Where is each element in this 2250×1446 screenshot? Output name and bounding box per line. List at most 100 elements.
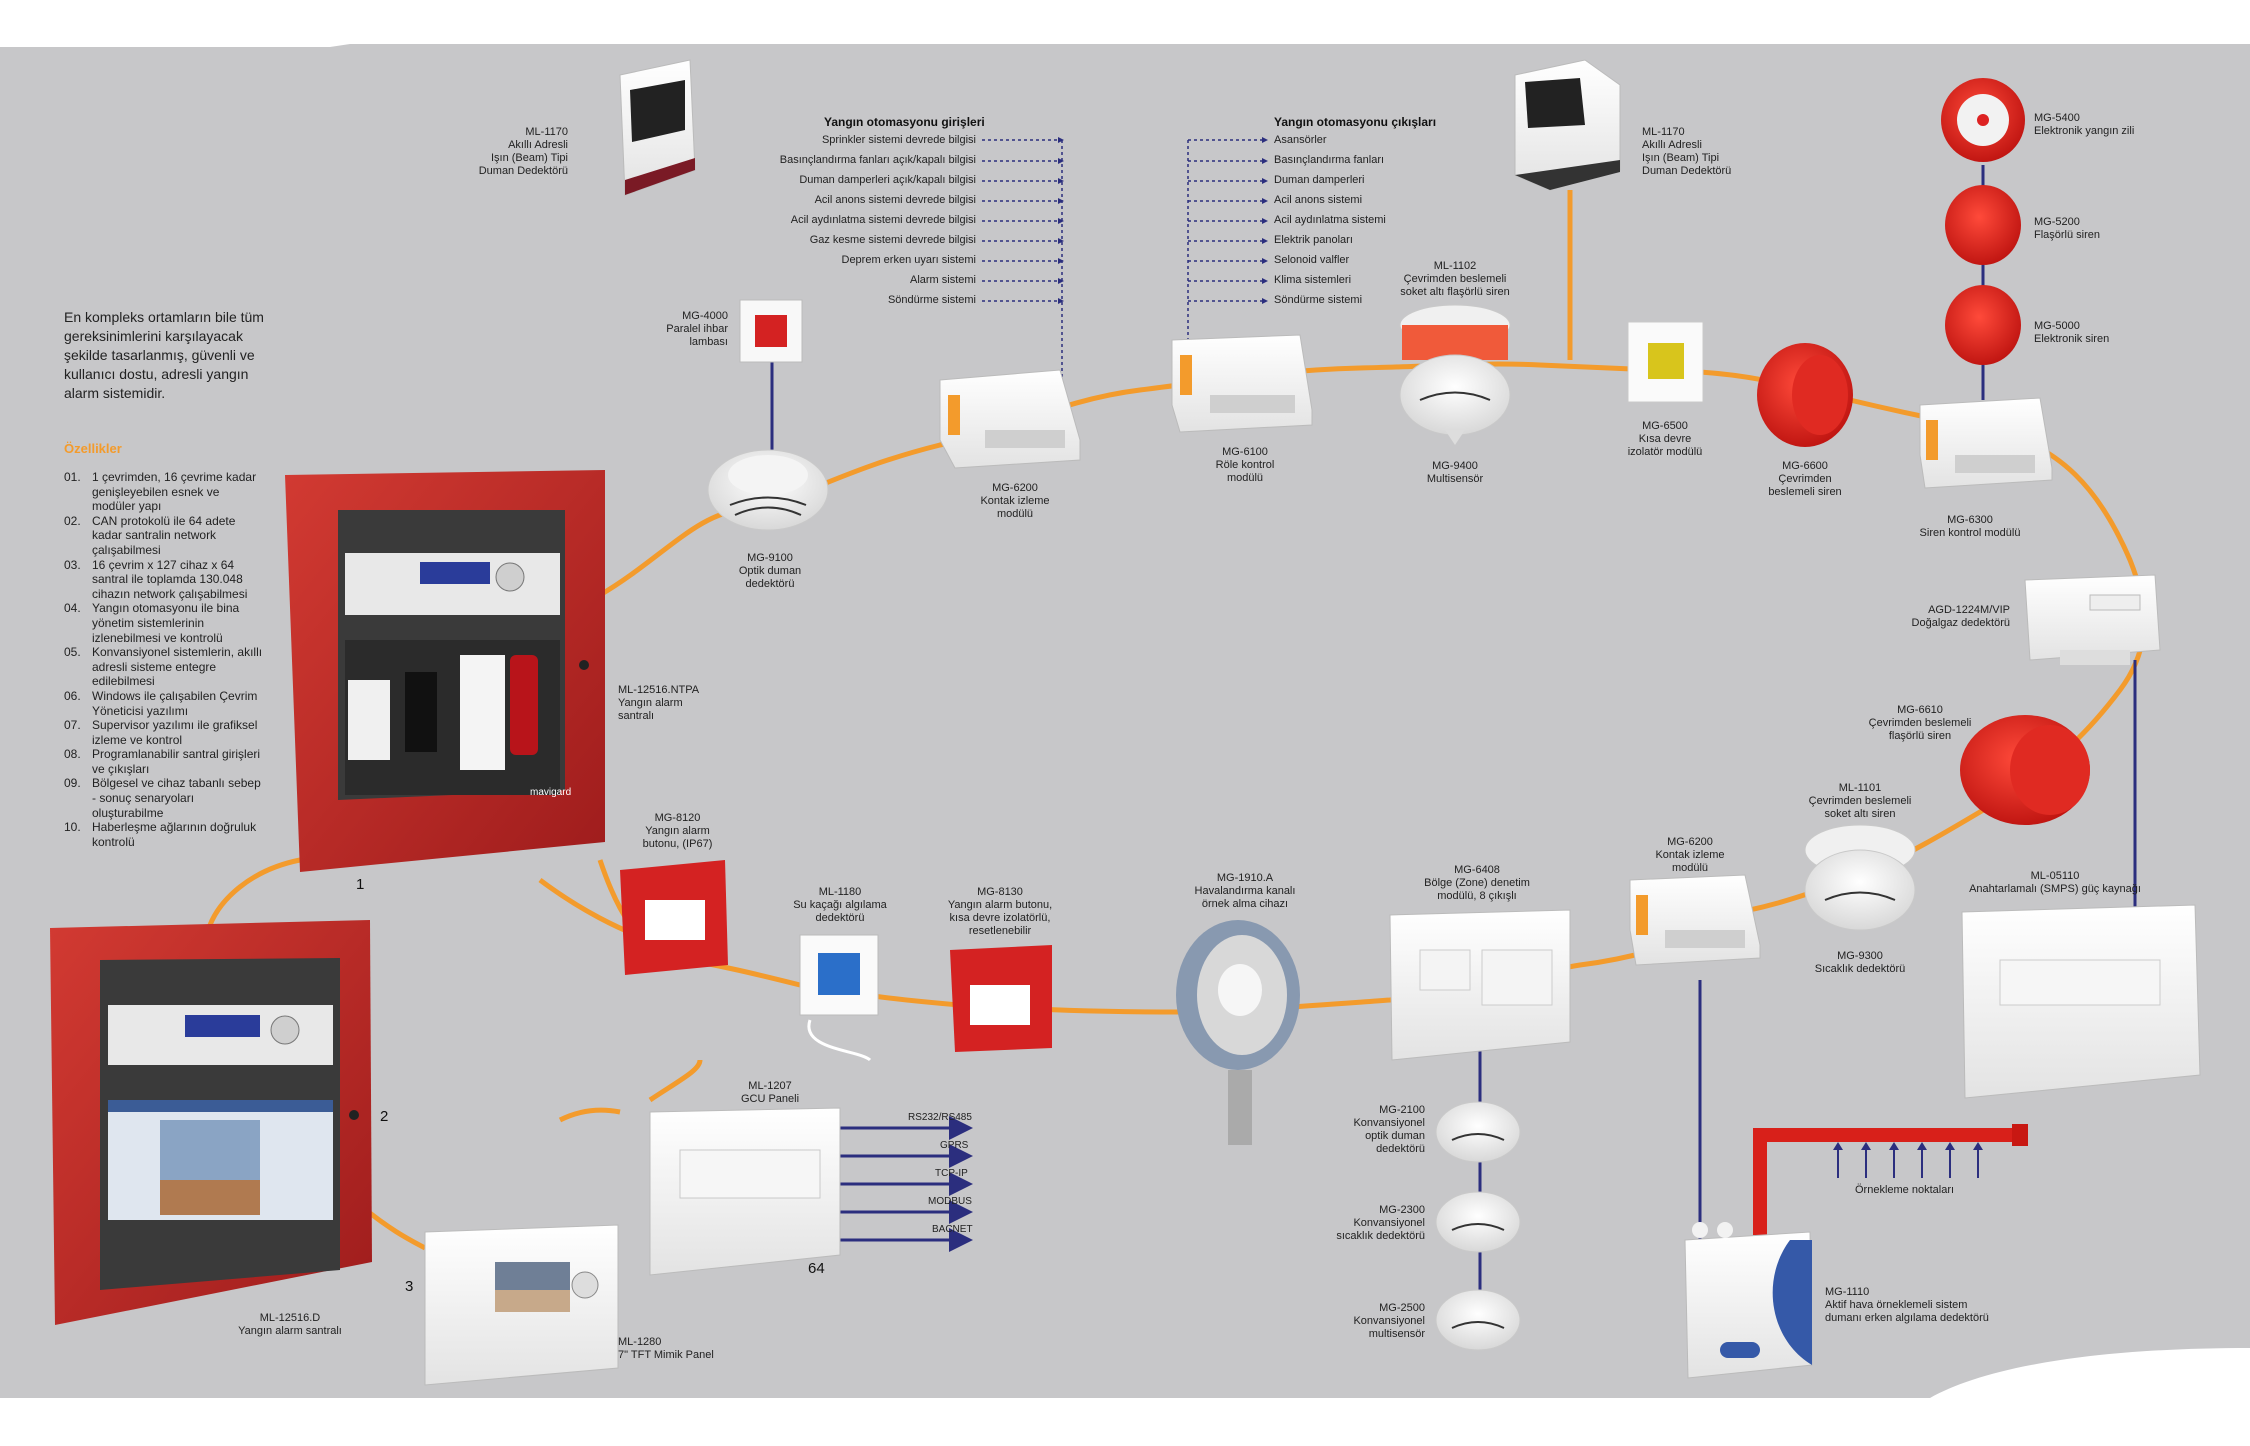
- label-agd1224: AGD-1224M/VIP Doğalgaz dedektörü: [1911, 604, 2010, 629]
- mg9400-multisensor: [1399, 304, 1511, 445]
- output-item: Selonoid valfler: [1274, 254, 1350, 266]
- output-item: Söndürme sistemi: [1274, 294, 1363, 306]
- network-link-64: [648, 1059, 703, 1103]
- output-arrows: [1262, 137, 1268, 304]
- input-item: Deprem erken uyarı sistemi: [841, 254, 977, 266]
- label-mg6500: MG-6500 Kısa devre izolatör modülü: [1627, 420, 1703, 458]
- label-mg8120: MG-8120 Yangın alarm butonu, (IP67): [642, 812, 713, 850]
- feature-item: 02.CAN protokolü ile 64 adete kadar sant…: [64, 513, 236, 557]
- output-item: Acil anons sistemi: [1274, 194, 1363, 206]
- input-dotted-lines: [982, 139, 1063, 380]
- mg6600-siren: [1757, 343, 1853, 447]
- label-ml1280: ML-1280 7" TFT Mimik Panel: [618, 1336, 714, 1361]
- input-item: Söndürme sistemi: [887, 294, 976, 306]
- features-title: Özellikler: [64, 441, 122, 456]
- label-ml1207: ML-1207 GCU Paneli: [740, 1080, 800, 1105]
- label-mg2300: MG-2300 Konvansiyonel sıcaklık dedektörü: [1336, 1204, 1425, 1242]
- panel-1-brand: mavigard: [530, 787, 571, 798]
- label-ml1101: ML-1101 Çevrimden beslemeli soket altı s…: [1808, 782, 1912, 820]
- label-mg4000: MG-4000 Paralel ihbar lambası: [666, 310, 728, 348]
- panel-number: 2: [380, 1108, 389, 1125]
- output-item: Acil aydınlatma sistemi: [1274, 214, 1386, 226]
- mg4000-lamp: [739, 299, 803, 363]
- feature-item: 08.Programlanabilir santral girişleri ve…: [64, 747, 261, 776]
- input-arrows: [1058, 137, 1064, 304]
- mg1110-aspirating: [1684, 1222, 1813, 1379]
- input-item: Basınçlandırma fanları açık/kapalı bilgi…: [779, 154, 976, 166]
- label-mg5200: MG-5200 Flaşörlü siren: [2034, 216, 2101, 241]
- label-mg9300: MG-9300 Sıcaklık dedektörü: [1814, 950, 1906, 975]
- label-mg2100: MG-2100 Konvansiyonel optik duman dedekt…: [1353, 1104, 1425, 1155]
- label-mg6610: MG-6610 Çevrimden beslemeli flaşörlü sir…: [1868, 704, 1972, 742]
- label-mg2500: MG-2500 Konvansiyonel multisensör: [1353, 1302, 1425, 1340]
- input-item: Duman damperleri açık/kapalı bilgisi: [799, 174, 976, 186]
- output-item: Basınçlandırma fanları: [1274, 154, 1385, 166]
- mg6500-isolator: [1627, 321, 1704, 403]
- label-mg6408: MG-6408 Bölge (Zone) denetim modülü, 8 ç…: [1424, 864, 1530, 902]
- panel-2-d: [50, 920, 372, 1325]
- inputs-title: Yangın otomasyonu girişleri: [824, 115, 985, 129]
- output-item: Asansörler: [1274, 134, 1327, 146]
- label-mg9400: MG-9400 Multisensör: [1426, 460, 1484, 485]
- label-ml1170-left: ML-1170 Akıllı Adresli Işın (Beam) Tipi …: [478, 126, 568, 177]
- label-mg6600: MG-6600 Çevrimden beslemeli siren: [1768, 460, 1842, 498]
- label-ml05110: ML-05110 Anahtarlamalı (SMPS) güç kaynağ…: [1969, 870, 2141, 895]
- mg6200-module-top: [939, 369, 1081, 469]
- input-item: Gaz kesme sistemi devrede bilgisi: [809, 234, 976, 246]
- label-mg5000: MG-5000 Elektronik siren: [2034, 320, 2110, 345]
- protocol-label: GPRS: [940, 1140, 969, 1151]
- protocol-label: TCP-IP: [935, 1168, 968, 1179]
- output-item: Klima sistemleri: [1274, 274, 1352, 286]
- mg6408-zone-module: [1389, 909, 1571, 1061]
- mg5000-siren: [1945, 285, 2021, 365]
- feature-item: 07.Supervisor yazılımı ile grafiksel izl…: [64, 718, 258, 747]
- label-mg9100: MG-9100 Optik duman dedektörü: [738, 552, 802, 590]
- output-item: Duman damperleri: [1274, 174, 1365, 186]
- label-mg6200-bottom: MG-6200 Kontak izleme modülü: [1655, 836, 1725, 874]
- mg9100-detector: [707, 449, 829, 531]
- feature-item: 03.16 çevrim x 127 cihaz x 64 santral il…: [64, 557, 248, 601]
- label-mg6100: MG-6100 Röle kontrol modülü: [1215, 446, 1275, 484]
- sampling-pipe: [1753, 1124, 2028, 1235]
- input-item: Acil aydınlatma sistemi devrede bilgisi: [790, 214, 976, 226]
- feature-item: 10.Haberleşme ağlarının doğruluk kontrol…: [64, 820, 257, 849]
- feature-item: 04.Yangın otomasyonu ile bina yönetim si…: [64, 601, 240, 645]
- protocol-arrows: [840, 1116, 973, 1252]
- input-item: Alarm sistemi: [909, 274, 976, 286]
- output-dotted-lines: [1187, 139, 1262, 350]
- label-ornekleme: Örnekleme noktaları: [1855, 1184, 1955, 1196]
- beam-detector-right: [1514, 59, 1621, 191]
- label-mg8130: MG-8130 Yangın alarm butonu, kısa devre …: [947, 886, 1053, 937]
- feature-item: 01.1 çevrimden, 16 çevrime kadar genişle…: [64, 470, 257, 514]
- label-ml12516ntpa: ML-12516.NTPA Yangın alarm santralı: [618, 684, 700, 722]
- mg6610-siren: [1960, 715, 2090, 825]
- label-ml1180: ML-1180 Su kaçağı algılama dedektörü: [793, 886, 887, 924]
- features-list: 01.1 çevrimden, 16 çevrime kadar genişle…: [64, 470, 264, 849]
- label-mg6300: MG-6300 Siren kontrol modülü: [1919, 514, 2021, 539]
- mg6300-module: [1919, 397, 2053, 489]
- panel-number: 64: [808, 1260, 825, 1277]
- label-mg1110: MG-1110 Aktif hava örneklemeli sistem du…: [1825, 1286, 1989, 1324]
- mg5400-bell: [1941, 78, 2025, 162]
- outputs-title: Yangın otomasyonu çıkışları: [1274, 115, 1437, 129]
- mg5200-siren: [1945, 185, 2021, 265]
- label-mg5400: MG-5400 Elektronik yangın zili: [2034, 112, 2135, 137]
- feature-item: 09.Bölgesel ve cihaz tabanlı sebep - son…: [64, 776, 261, 820]
- feature-item: 06.Windows ile çalışabilen Çevrim Yöneti…: [64, 688, 258, 718]
- mg8130-button: [950, 945, 1052, 1052]
- mg6200-module-bottom: [1629, 874, 1761, 966]
- input-item: Acil anons sistemi devrede bilgisi: [814, 194, 976, 206]
- mg6100-module: [1171, 334, 1313, 433]
- mg2100-detector: [1435, 1101, 1521, 1163]
- beam-detector-left: [619, 59, 696, 196]
- label-mg6200-top: MG-6200 Kontak izleme modülü: [980, 482, 1050, 520]
- protocol-label: BACNET: [932, 1224, 973, 1235]
- mg9300-detector: [1804, 824, 1916, 931]
- network-link-3-64: [558, 1107, 621, 1123]
- ml1180-water-leak: [799, 934, 879, 1062]
- label-mg1910a: MG-1910.A Havalandırma kanalı örnek alma…: [1194, 872, 1296, 910]
- panel-number: 1: [356, 876, 365, 893]
- label-ml1102: ML-1102 Çevrimden beslemeli soket altı f…: [1400, 260, 1510, 298]
